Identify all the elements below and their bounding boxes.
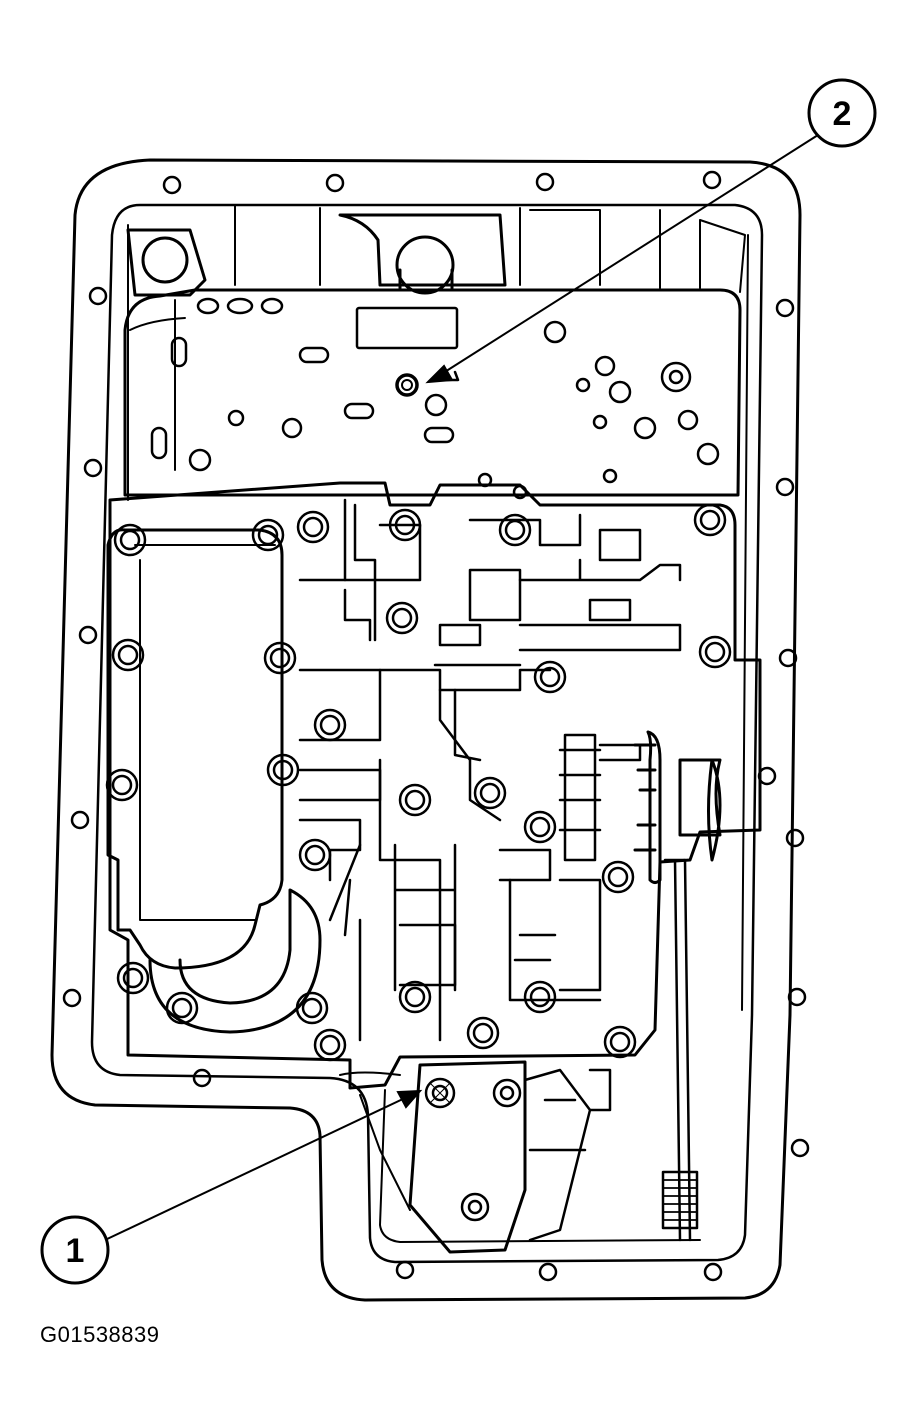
- pan-flange-holes: [62, 170, 810, 1282]
- bracket-bolt-3: [460, 1192, 490, 1222]
- filter-element: [661, 1170, 699, 1230]
- accumulator-curve: [148, 888, 322, 1034]
- bolt: [398, 980, 432, 1014]
- valve-body-bolts: [105, 503, 732, 1062]
- check-ball-inner: [401, 379, 413, 391]
- bolt: [295, 991, 329, 1025]
- bolt: [113, 523, 147, 557]
- callout-2-leader: [439, 134, 819, 376]
- callout-leaders: [104, 134, 819, 1241]
- bracket-bolt-1: [424, 1077, 456, 1109]
- callout-1-number: 1: [66, 1232, 85, 1270]
- filter-bracket: [408, 1060, 527, 1254]
- bolt: [523, 980, 557, 1014]
- filter-element-ribs: [662, 1179, 698, 1221]
- bolt: [313, 1028, 347, 1062]
- separator-plate: [123, 288, 742, 497]
- bolt: [266, 753, 300, 787]
- callout-2-circle: [807, 78, 877, 148]
- separator-plate-upper-edge: [129, 299, 186, 471]
- check-ball: [395, 373, 419, 397]
- top-center-boss: [338, 213, 507, 287]
- filter-bracket-arm: [523, 1068, 612, 1242]
- bolt: [698, 635, 732, 669]
- bolt: [533, 660, 567, 694]
- top-ribs: [234, 204, 746, 293]
- callout-1-leader: [104, 1097, 406, 1241]
- filter-bracket-bolts: [424, 1077, 522, 1222]
- bolt: [693, 503, 727, 537]
- bolt: [298, 838, 332, 872]
- bolt: [313, 708, 347, 742]
- shift-rod: [663, 858, 692, 1242]
- bolt: [296, 510, 330, 544]
- callout-2: 2: [807, 78, 877, 148]
- pan-top-boss-left: [126, 228, 207, 297]
- callout-1: 1: [40, 1215, 110, 1285]
- accumulator-cover-rib: [134, 544, 276, 921]
- bolt: [165, 991, 199, 1025]
- valve-body-channels: [298, 498, 682, 1042]
- callout-2-arrowhead: [425, 364, 454, 384]
- bolt: [498, 513, 532, 547]
- bolt: [105, 768, 139, 802]
- bolt: [116, 961, 150, 995]
- bolt: [263, 641, 297, 675]
- bolt: [473, 776, 507, 810]
- valve-body: [108, 481, 762, 1090]
- pan-lower-channel: [339, 1071, 411, 1211]
- manual-shaft-detent: [633, 730, 662, 884]
- pan-outer-flange: [50, 158, 802, 1302]
- manual-shaft-seal: [678, 758, 722, 862]
- manual-valve: [558, 733, 642, 862]
- bolt: [388, 508, 422, 542]
- bolt: [111, 638, 145, 672]
- separator-plate-holes: [150, 297, 720, 500]
- pan-inner-lip: [127, 224, 749, 1243]
- bolt: [466, 1016, 500, 1050]
- bolt: [601, 860, 635, 894]
- bracket-bolt-2: [492, 1078, 522, 1108]
- top-left-boss: [141, 236, 189, 284]
- callout-1-arrowhead: [396, 1089, 423, 1109]
- bolt: [523, 810, 557, 844]
- pan-inner-wall: [90, 203, 764, 1264]
- bolt: [251, 518, 285, 552]
- accumulator-cover: [106, 528, 284, 970]
- figure-id: G01538839: [40, 1322, 160, 1347]
- callout-2-number: 2: [833, 95, 852, 133]
- bolt: [603, 1025, 637, 1059]
- bolt: [385, 601, 419, 635]
- bolt: [398, 783, 432, 817]
- center-dome: [395, 235, 455, 295]
- center-dome-stem: [398, 268, 454, 290]
- callout-1-circle: [40, 1215, 110, 1285]
